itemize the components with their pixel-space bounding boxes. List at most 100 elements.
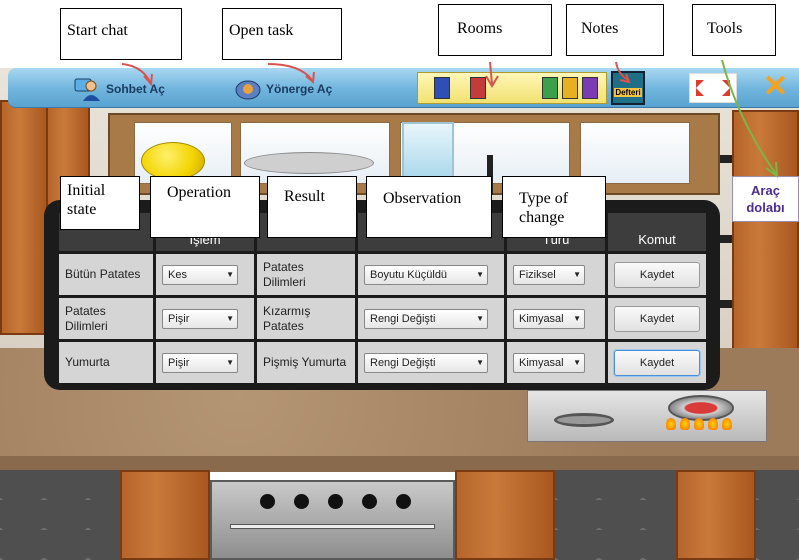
save-button[interactable]: Kaydet (614, 305, 700, 332)
chevron-down-icon: ▼ (476, 358, 484, 367)
arrow-head (619, 73, 631, 84)
room-door[interactable] (542, 77, 558, 99)
column-header-command: Komut (608, 213, 706, 251)
observation-select[interactable]: Rengi Değişti ▼ (364, 308, 488, 329)
observation-select[interactable]: Boyutu Küçüldü ▼ (364, 264, 488, 285)
oven-knob (362, 494, 377, 509)
change-type-value: Kimyasal (519, 356, 564, 369)
start-chat-label: Sohbet Aç (106, 82, 165, 96)
chevron-down-icon: ▼ (573, 270, 581, 279)
operation-select[interactable]: Pişir ▼ (162, 352, 238, 373)
chevron-down-icon: ▼ (226, 314, 234, 323)
chat-person-icon (74, 78, 100, 101)
chevron-down-icon: ▼ (476, 270, 484, 279)
faucet (487, 155, 493, 195)
floor-tiles (756, 470, 799, 560)
window-pane (580, 122, 690, 184)
callout-rooms: Rooms (438, 4, 552, 56)
arrow-head (765, 161, 779, 179)
table-row: Patates Dilimleri Pişir▼ Kızarmış Patate… (59, 298, 706, 339)
room-door[interactable] (434, 77, 450, 99)
arrow-open-task (267, 63, 313, 81)
save-button[interactable]: Kaydet (614, 261, 700, 288)
water-glass-object[interactable] (402, 122, 454, 184)
observation-value: Boyutu Küçüldü (370, 268, 448, 281)
change-type-select[interactable]: Kimyasal ▼ (513, 308, 585, 329)
cabinet-hinge (718, 155, 732, 163)
flame-icon (722, 418, 732, 430)
chevron-down-icon: ▼ (226, 358, 234, 367)
left-cabinet (0, 100, 48, 335)
observation-select[interactable]: Rengi Değişti ▼ (364, 352, 488, 373)
oven-knob (328, 494, 343, 509)
room-door[interactable] (470, 77, 486, 99)
counter-edge (0, 456, 799, 472)
chevron-down-icon: ▼ (573, 358, 581, 367)
tools-expand-icon (696, 80, 730, 96)
save-button[interactable]: Kaydet (614, 349, 700, 376)
flame-icon (666, 418, 676, 430)
flame-icon (694, 418, 704, 430)
room-door[interactable] (582, 77, 598, 99)
callout-result: Result (267, 176, 357, 238)
lower-cabinet (676, 470, 756, 560)
plate-object[interactable] (244, 152, 374, 174)
table-row: Yumurta Pişir▼ Pişmiş Yumurta Rengi Deği… (59, 342, 706, 383)
operation-value: Pişir (168, 356, 190, 369)
observation-table-panel: İşlem Türü Komut Bütün Patates Kes▼ Pata… (44, 200, 720, 390)
callout-notes: Notes (566, 4, 664, 56)
operation-select[interactable]: Pişir ▼ (162, 308, 238, 329)
table-row: Bütün Patates Kes ▼ Patates Dilimleri Boy… (59, 254, 706, 295)
callout-open-task: Open task (222, 8, 342, 60)
lower-cabinet (455, 470, 555, 560)
open-task-button[interactable]: Yönerge Aç (234, 76, 332, 102)
tools-expand-button[interactable] (689, 73, 737, 103)
arrow-head (485, 75, 499, 88)
callout-type-of-change: Type of change (502, 176, 606, 238)
lower-cabinet (120, 470, 210, 560)
arrow-head (305, 71, 315, 85)
room-door[interactable] (562, 77, 578, 99)
chevron-down-icon: ▼ (476, 314, 484, 323)
oven[interactable] (210, 480, 455, 560)
oven-handle (230, 524, 435, 529)
callout-operation: Operation (150, 176, 260, 238)
chevron-down-icon: ▼ (573, 314, 581, 323)
rooms-selector[interactable] (417, 72, 607, 104)
change-type-value: Kimyasal (519, 312, 564, 325)
observation-value: Rengi Değişti (370, 312, 436, 325)
oven-knob (294, 494, 309, 509)
oven-knob (260, 494, 275, 509)
operation-value: Kes (168, 268, 187, 281)
change-type-value: Fiziksel (519, 268, 556, 281)
close-icon[interactable]: ✕ (763, 70, 789, 103)
open-task-label: Yönerge Aç (266, 82, 333, 96)
chevron-down-icon: ▼ (226, 270, 234, 279)
cabinet-hinge (718, 300, 732, 308)
operation-value: Pişir (168, 312, 190, 325)
top-toolbar: Sohbet Aç Yönerge Aç Defteri ✕ (8, 68, 799, 108)
start-chat-button[interactable]: Sohbet Aç (74, 76, 165, 102)
tool-cabinet[interactable] (732, 110, 799, 350)
arrow-rooms (489, 61, 493, 85)
cabinet-hinge (718, 235, 732, 243)
observation-value: Rengi Değişti (370, 356, 436, 369)
change-type-select[interactable]: Kimyasal ▼ (513, 352, 585, 373)
callout-observation: Observation (366, 176, 492, 238)
change-type-select[interactable]: Fiziksel ▼ (513, 264, 585, 285)
result-cell: Kızarmış Patates (263, 303, 311, 333)
lemon-object[interactable] (141, 142, 205, 180)
burner (554, 413, 614, 427)
task-icon (235, 80, 261, 100)
arrow-head (143, 73, 153, 87)
operation-select[interactable]: Kes ▼ (162, 264, 238, 285)
floor-tiles (0, 470, 120, 560)
arrow-tools (721, 59, 777, 175)
flame-icon (680, 418, 690, 430)
result-cell: Patates Dilimleri (263, 259, 306, 289)
arrow-start-chat (121, 63, 151, 83)
floor-tiles (555, 470, 676, 560)
initial-state-cell: Bütün Patates (65, 267, 141, 281)
